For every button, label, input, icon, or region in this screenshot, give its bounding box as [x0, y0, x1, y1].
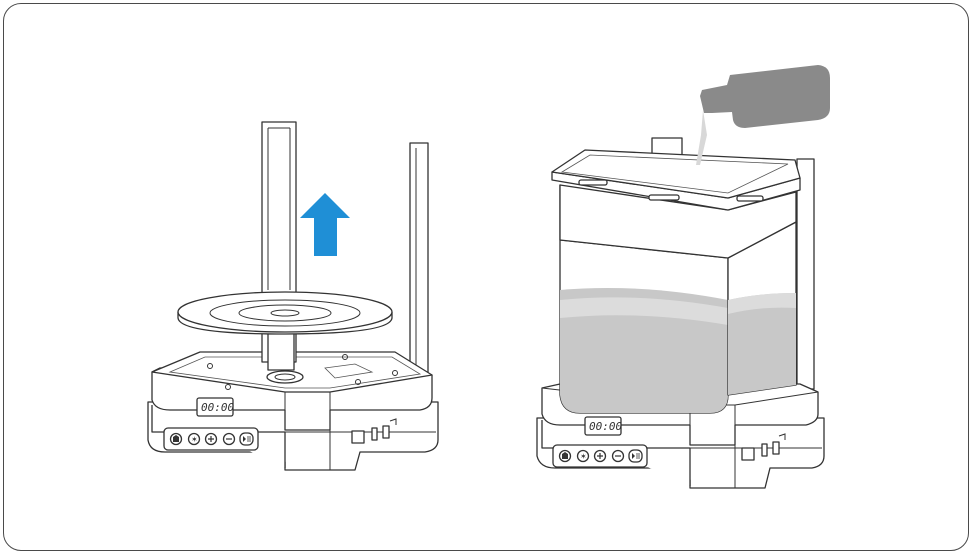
left-control-panel: ✶	[163, 427, 259, 451]
play-pause-icon[interactable]	[628, 449, 643, 463]
right-control-panel: ✶	[552, 444, 648, 468]
play-pause-icon[interactable]	[239, 432, 254, 446]
liquid-container	[551, 137, 801, 414]
right-power-switch[interactable]	[741, 447, 755, 461]
left-base	[147, 351, 439, 471]
pouring-stream	[696, 110, 707, 165]
pouring-bottle	[696, 65, 830, 165]
svg-text:✶: ✶	[580, 452, 587, 461]
right-device: 00:00 ✶	[536, 65, 830, 489]
left-turntable	[177, 291, 393, 371]
light-icon[interactable]	[187, 432, 201, 446]
left-power-switch[interactable]	[351, 430, 365, 444]
left-display: 00:00	[196, 397, 234, 417]
right-display: 00:00	[584, 416, 622, 436]
light-icon[interactable]	[576, 449, 590, 463]
right-back-pole	[796, 158, 815, 390]
liquid-fill	[560, 287, 728, 413]
left-device: 00:00 ✶	[147, 121, 439, 471]
lift-up-arrow-icon	[300, 193, 350, 256]
left-back-pole	[409, 142, 429, 384]
svg-text:✶: ✶	[191, 435, 198, 444]
right-display-text: 00:00	[589, 420, 622, 433]
left-display-text: 00:00	[201, 401, 234, 414]
